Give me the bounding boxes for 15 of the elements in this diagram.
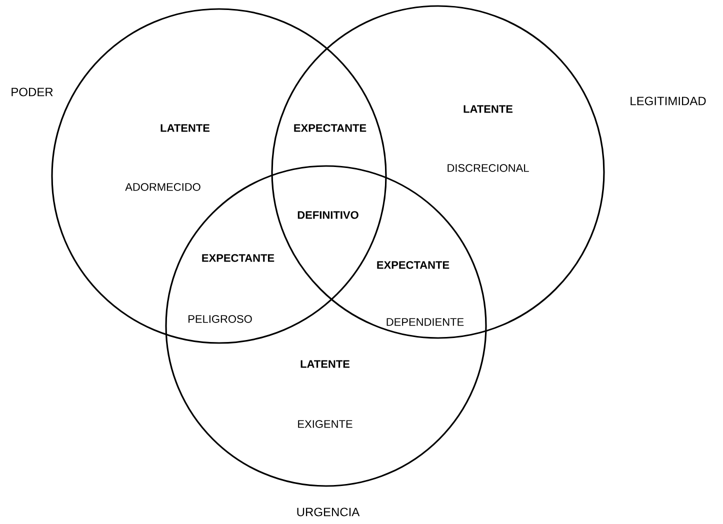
set-name: PODER: [12, 88, 53, 96]
set-name: LEGITIMIDAD: [630, 96, 706, 106]
region-label: LATENTE: [300, 360, 350, 368]
set-name: URGENCIA: [297, 508, 360, 516]
region-label: LATENTE: [464, 105, 513, 113]
region-label: EXPECTANTE: [202, 254, 274, 262]
region-sublabel: DISCRECIONAL: [448, 164, 529, 172]
region-sublabel: EXIGENTE: [298, 420, 352, 428]
region-label: EXPECTANTE: [294, 124, 366, 132]
region-sublabel: DEPENDIENTE: [386, 318, 464, 326]
region-label: DEFINITIVO: [298, 211, 358, 219]
region-sublabel: PELIGROSO: [188, 315, 252, 323]
region-label: LATENTE: [160, 124, 210, 132]
region-label: EXPECTANTE: [377, 261, 450, 269]
region-sublabel: ADORMECIDO: [125, 183, 200, 191]
